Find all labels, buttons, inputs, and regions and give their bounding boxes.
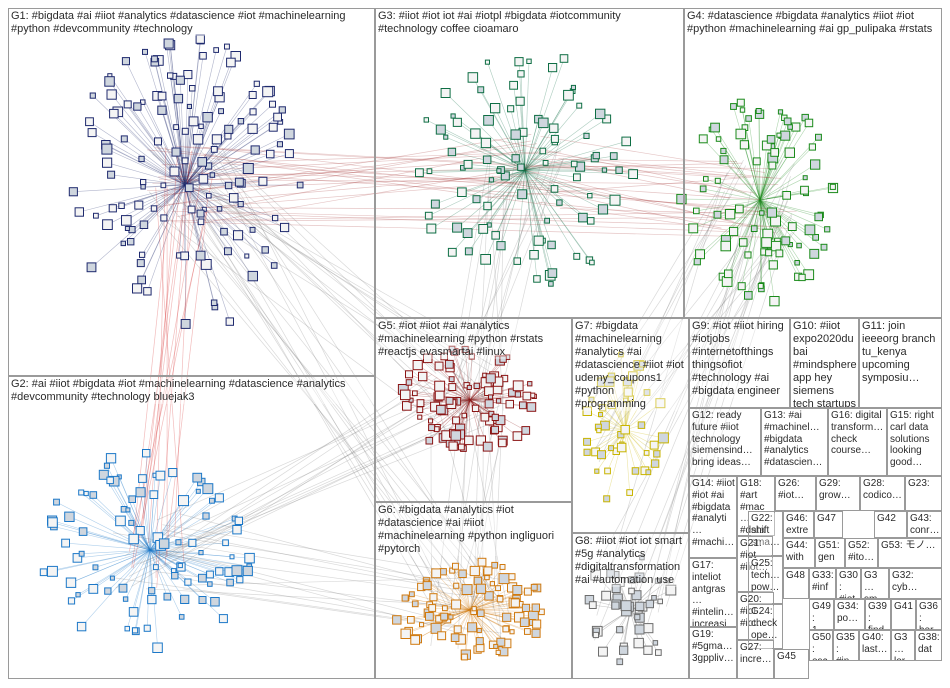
group-box-g46[interactable]: G46: extre… <box>783 511 814 538</box>
group-label-g46: G46: extre… <box>786 513 812 538</box>
group-label-g14: G14: #iiot #iot #ai #bigdata #analyti… #… <box>692 478 735 549</box>
group-label-g48: G48 <box>786 570 807 582</box>
group-label-g53: G53: モノ… <box>881 540 940 552</box>
group-box-g34[interactable]: G34: po… <box>834 599 865 630</box>
group-label-g35: G35: #in… <box>836 632 857 661</box>
group-label-g4: G4: #datascience #bigdata #analytics #ii… <box>687 10 940 36</box>
group-label-g3: G3: #iiot #iot iot #ai #iotpl #bigdata #… <box>378 10 682 36</box>
group-box-g29[interactable]: G29: grow… <box>816 476 860 511</box>
group-label-g7: G7: #bigdata #machinelearning #analytics… <box>575 320 687 411</box>
group-box-g53[interactable]: G53: モノ… <box>878 538 942 568</box>
group-box-g48[interactable]: G48 <box>783 568 809 599</box>
group-label-g39: G39: find… <box>868 601 889 630</box>
group-box-g37[interactable]: G3… lor… <box>891 630 915 661</box>
group-label-g25: G25: tech… pow… <box>751 558 781 593</box>
group-label-g40: G40: last… <box>862 632 889 656</box>
group-label-g33: G33: #inf… <box>812 570 834 599</box>
group-box-g26[interactable]: G26: #iot… <box>775 476 816 511</box>
group-label-g19: G19: #5gma… 3gppliv… <box>692 629 735 664</box>
group-box-g14[interactable]: G14: #iiot #iot #ai #bigdata #analyti… #… <box>689 476 737 558</box>
group-label-g6: G6: #bigdata #analytics #iot #datascienc… <box>378 504 570 556</box>
group-label-g26: G26: #iot… <box>778 478 814 502</box>
group-label-g51: G51: gen… <box>818 540 843 568</box>
group-label-g23: G23: <box>908 478 940 490</box>
group-label-g37: G3… lor… <box>894 632 913 661</box>
group-box-g36[interactable]: G36: her… <box>916 599 942 630</box>
group-box-g30[interactable]: G30: #iot… <box>836 568 861 599</box>
group-label-g44: G44: with… <box>786 540 813 568</box>
group-box-g3[interactable]: G3: #iiot #iot iot #ai #iotpl #bigdata #… <box>375 8 684 318</box>
group-label-g49: G49: 1… <box>812 601 832 630</box>
group-box-g23[interactable]: G23: <box>905 476 942 511</box>
group-label-g8: G8: #iiot #iot iot smart #5g #analytics … <box>575 535 687 587</box>
group-box-g12[interactable]: G12: ready future #iiot technology sieme… <box>689 408 761 476</box>
group-box-g9[interactable]: G9: #iot #iiot hiring #iotjobs #internet… <box>689 318 790 408</box>
group-box-g47[interactable]: G47 <box>814 511 843 538</box>
group-box-g28[interactable]: G28: codico… <box>860 476 905 511</box>
group-label-g41: G41 <box>894 601 914 613</box>
group-label-g15: G15: right carl data solutions looking g… <box>890 410 940 469</box>
group-label-g50: G50: esc… <box>812 632 831 661</box>
group-box-g45[interactable]: G45 <box>774 649 809 679</box>
group-label-g16: G16: digital transform… check course… <box>831 410 885 457</box>
group-box-g27[interactable]: G27: incre… <box>737 640 774 679</box>
group-label-g11: G11: join ieeeorg branch tu_kenya upcomi… <box>862 320 940 385</box>
group-label-g24: G24: check ope… <box>751 606 781 641</box>
group-box-g41[interactable]: G41 <box>891 599 916 630</box>
group-box-g49[interactable]: G49: 1… <box>809 599 834 630</box>
group-box-g4[interactable]: G4: #datascience #bigdata #analytics #ii… <box>684 8 942 318</box>
group-box-g51[interactable]: G51: gen… <box>815 538 845 568</box>
group-box-g44[interactable]: G44: with… <box>783 538 815 568</box>
group-box-g11[interactable]: G11: join ieeeorg branch tu_kenya upcomi… <box>859 318 942 408</box>
group-label-g12: G12: ready future #iiot technology sieme… <box>692 410 759 469</box>
group-box-g8[interactable]: G8: #iiot #iot iot smart #5g #analytics … <box>572 533 689 679</box>
group-label-g9: G9: #iot #iiot hiring #iotjobs #internet… <box>692 320 788 398</box>
group-box-g52[interactable]: G52: #ito… <box>845 538 878 568</box>
group-box-g17[interactable]: G17: inteliot antgras… #intelin… increas… <box>689 558 737 627</box>
group-label-g36: G36: her… <box>919 601 940 630</box>
group-box-g19[interactable]: G19: #5gma… 3gppliv… <box>689 627 737 679</box>
group-label-g17: G17: inteliot antgras… #intelin… increas… <box>692 560 735 627</box>
group-label-g30: G30: #iot… <box>839 570 859 599</box>
group-box-g10[interactable]: G10: #iiot expo2020dubai #mindsphere app… <box>790 318 859 408</box>
group-box-g38[interactable]: G38: dat… <box>915 630 942 661</box>
group-label-g28: G28: codico… <box>863 478 903 502</box>
group-box-g6[interactable]: G6: #bigdata #analytics #iot #datascienc… <box>375 502 572 679</box>
group-box-g50[interactable]: G50: esc… <box>809 630 833 661</box>
group-box-g32[interactable]: G32: cyb… <box>889 568 942 599</box>
group-label-g42: G42 <box>877 513 905 525</box>
group-box-g1[interactable]: G1: #bigdata #ai #iiot #analytics #datas… <box>8 8 375 376</box>
group-box-g35[interactable]: G35: #in… <box>833 630 859 661</box>
group-label-g34: G34: po… <box>837 601 863 625</box>
group-box-g33[interactable]: G33: #inf… <box>809 568 836 599</box>
group-box-g40[interactable]: G40: last… <box>859 630 891 661</box>
group-box-g43[interactable]: G43: conr… <box>907 511 942 538</box>
group-label-g31: G3… sm… <box>864 570 887 599</box>
group-label-g32: G32: cyb… <box>892 570 940 594</box>
group-label-g27: G27: incre… <box>740 642 772 666</box>
group-label-g43: G43: conr… <box>910 513 940 537</box>
group-label-g13: G13: #ai #machinel… #bigdata #analytics … <box>764 410 826 469</box>
group-box-g2[interactable]: G2: #ai #iiot #bigdata #iot #machinelear… <box>8 376 375 679</box>
group-label-g52: G52: #ito… <box>848 540 876 564</box>
group-box-g5[interactable]: G5: #iot #iiot #ai #analytics #machinele… <box>375 318 572 502</box>
group-box-g15[interactable]: G15: right carl data solutions looking g… <box>887 408 942 476</box>
group-box-g7[interactable]: G7: #bigdata #machinelearning #analytics… <box>572 318 689 533</box>
group-box-g13[interactable]: G13: #ai #machinel… #bigdata #analytics … <box>761 408 828 476</box>
group-label-g5: G5: #iot #iiot #ai #analytics #machinele… <box>378 320 570 359</box>
group-label-g29: G29: grow… <box>819 478 858 502</box>
group-label-g10: G10: #iiot expo2020dubai #mindsphere app… <box>793 320 857 408</box>
group-box-g16[interactable]: G16: digital transform… check course… <box>828 408 887 476</box>
group-box-g31[interactable]: G3… sm… <box>861 568 889 599</box>
group-box-g42[interactable]: G42 <box>874 511 907 538</box>
group-label-g47: G47 <box>817 513 841 525</box>
group-box-g39[interactable]: G39: find… <box>865 599 891 630</box>
group-label-g2: G2: #ai #iiot #bigdata #iot #machinelear… <box>11 378 373 404</box>
group-label-g45: G45 <box>777 651 807 663</box>
group-label-g38: G38: dat… <box>918 632 940 661</box>
group-label-g1: G1: #bigdata #ai #iiot #analytics #datas… <box>11 10 373 36</box>
